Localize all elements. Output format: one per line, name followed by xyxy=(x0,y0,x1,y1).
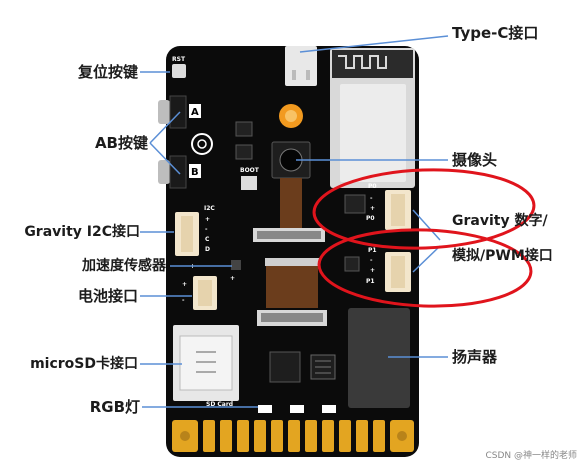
rgb-led-2 xyxy=(290,405,304,413)
label-microsd: microSD卡接口 xyxy=(30,356,138,372)
label-speaker: 扬声器 xyxy=(452,348,498,366)
sd-card-silkscreen: SD Card xyxy=(206,401,233,408)
svg-text:-: - xyxy=(370,257,373,264)
p0-silkscreen: P0 xyxy=(368,183,377,190)
svg-text:-: - xyxy=(182,297,185,304)
edge-connector xyxy=(172,420,414,452)
watermark: CSDN @神一样的老师 xyxy=(485,451,577,461)
reset-button xyxy=(172,64,186,78)
label-rgb: RGB灯 xyxy=(89,398,140,416)
label-ab-buttons: AB按键 xyxy=(94,134,148,152)
label-camera: 摄像头 xyxy=(452,151,498,169)
boot-button xyxy=(241,176,257,190)
label-battery: 电池接口 xyxy=(77,287,138,305)
highlight-ellipse-p0 xyxy=(312,168,536,250)
button-b xyxy=(158,160,170,184)
svg-text:P0: P0 xyxy=(366,215,375,222)
svg-text:+: + xyxy=(370,205,375,212)
callout-lines xyxy=(140,35,449,408)
svg-text:-: - xyxy=(370,195,373,202)
label-gravity-digital-line2: 模拟/PWM接口 xyxy=(452,248,553,264)
accelerometer-chip xyxy=(231,260,241,270)
rgb-led-3 xyxy=(322,405,336,413)
a-silkscreen: A xyxy=(191,107,199,118)
i2c-silkscreen: I2C xyxy=(204,205,215,212)
i2c-pin-1: + xyxy=(205,216,210,223)
logo-icon xyxy=(191,133,213,155)
highlight-ellipse-p1 xyxy=(317,228,533,308)
boot-silkscreen: BOOT xyxy=(240,167,260,174)
button-a xyxy=(158,100,170,124)
label-reset-button: 复位按键 xyxy=(77,63,138,81)
svg-text:+: + xyxy=(230,275,235,282)
rst-silkscreen: RST xyxy=(172,56,186,63)
svg-text:+: + xyxy=(370,267,375,274)
b-silkscreen: B xyxy=(191,167,199,178)
p1-silkscreen: P1 xyxy=(368,247,377,254)
i2c-pin-2: - xyxy=(205,226,208,233)
rgb-led-1 xyxy=(258,405,272,413)
i2c-pin-4: D xyxy=(205,246,210,253)
label-accelerometer: 加速度传感器 xyxy=(82,258,166,274)
svg-text:P1: P1 xyxy=(366,278,375,285)
svg-text:+: + xyxy=(182,281,187,288)
label-gravity-digital-line1: Gravity 数字/ xyxy=(452,213,548,229)
label-type-c: Type-C接口 xyxy=(452,24,539,42)
speaker xyxy=(348,308,410,408)
i2c-pin-3: C xyxy=(205,236,210,243)
label-gravity-i2c: Gravity I2C接口 xyxy=(24,224,140,240)
